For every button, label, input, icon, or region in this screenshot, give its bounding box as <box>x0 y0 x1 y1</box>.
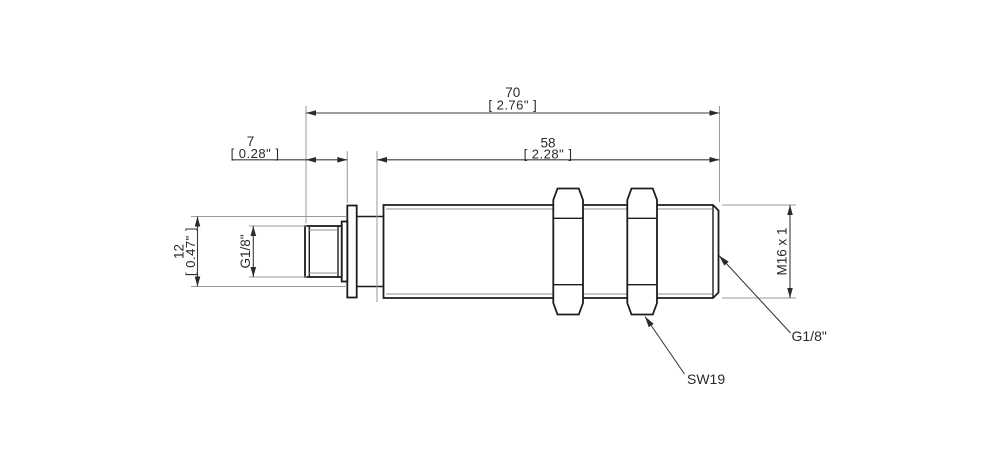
hex-nut-1 <box>552 187 584 316</box>
dim-7-mm: 7 <box>247 134 255 149</box>
dim-70-mm: 70 <box>505 85 520 100</box>
part-outline <box>304 187 720 316</box>
mounting-flange <box>346 204 358 299</box>
dimension-thread-length: 58 [ 2.28" ] <box>377 136 720 163</box>
port-nipple <box>304 225 343 278</box>
dimension-port-thread: G1/8" <box>238 226 257 277</box>
dimension-body-thread: M16 x 1 <box>775 205 793 298</box>
dim-12-mm: 12 <box>172 244 187 259</box>
label-body-thread: M16 x 1 <box>775 227 790 275</box>
label-outlet-thread: G1/8" <box>792 328 827 344</box>
dimension-overall-length: 70 [ 2.76" ] <box>306 85 720 116</box>
sensor-body <box>382 204 720 299</box>
extension-lines <box>191 106 796 302</box>
dim-58-mm: 58 <box>540 136 555 151</box>
dim-70-inch: [ 2.76" ] <box>488 98 537 113</box>
label-port-thread: G1/8" <box>238 234 253 268</box>
dimension-port-length: 7 [ 0.28" ] <box>231 134 348 163</box>
dim-7-inch: [ 0.28" ] <box>231 146 280 161</box>
label-wrench-size: SW19 <box>687 371 725 387</box>
neck-groove <box>356 215 384 288</box>
dimension-collar-diameter: 12 [ 0.47" ] <box>172 216 201 287</box>
leader-outlet-thread: G1/8" <box>718 255 827 344</box>
leader-wrench-size: SW19 <box>644 316 725 387</box>
dim-12-inch: [ 0.47" ] <box>183 227 198 276</box>
dim-58-inch: [ 2.28" ] <box>524 147 573 162</box>
hex-nut-2 <box>626 187 658 316</box>
